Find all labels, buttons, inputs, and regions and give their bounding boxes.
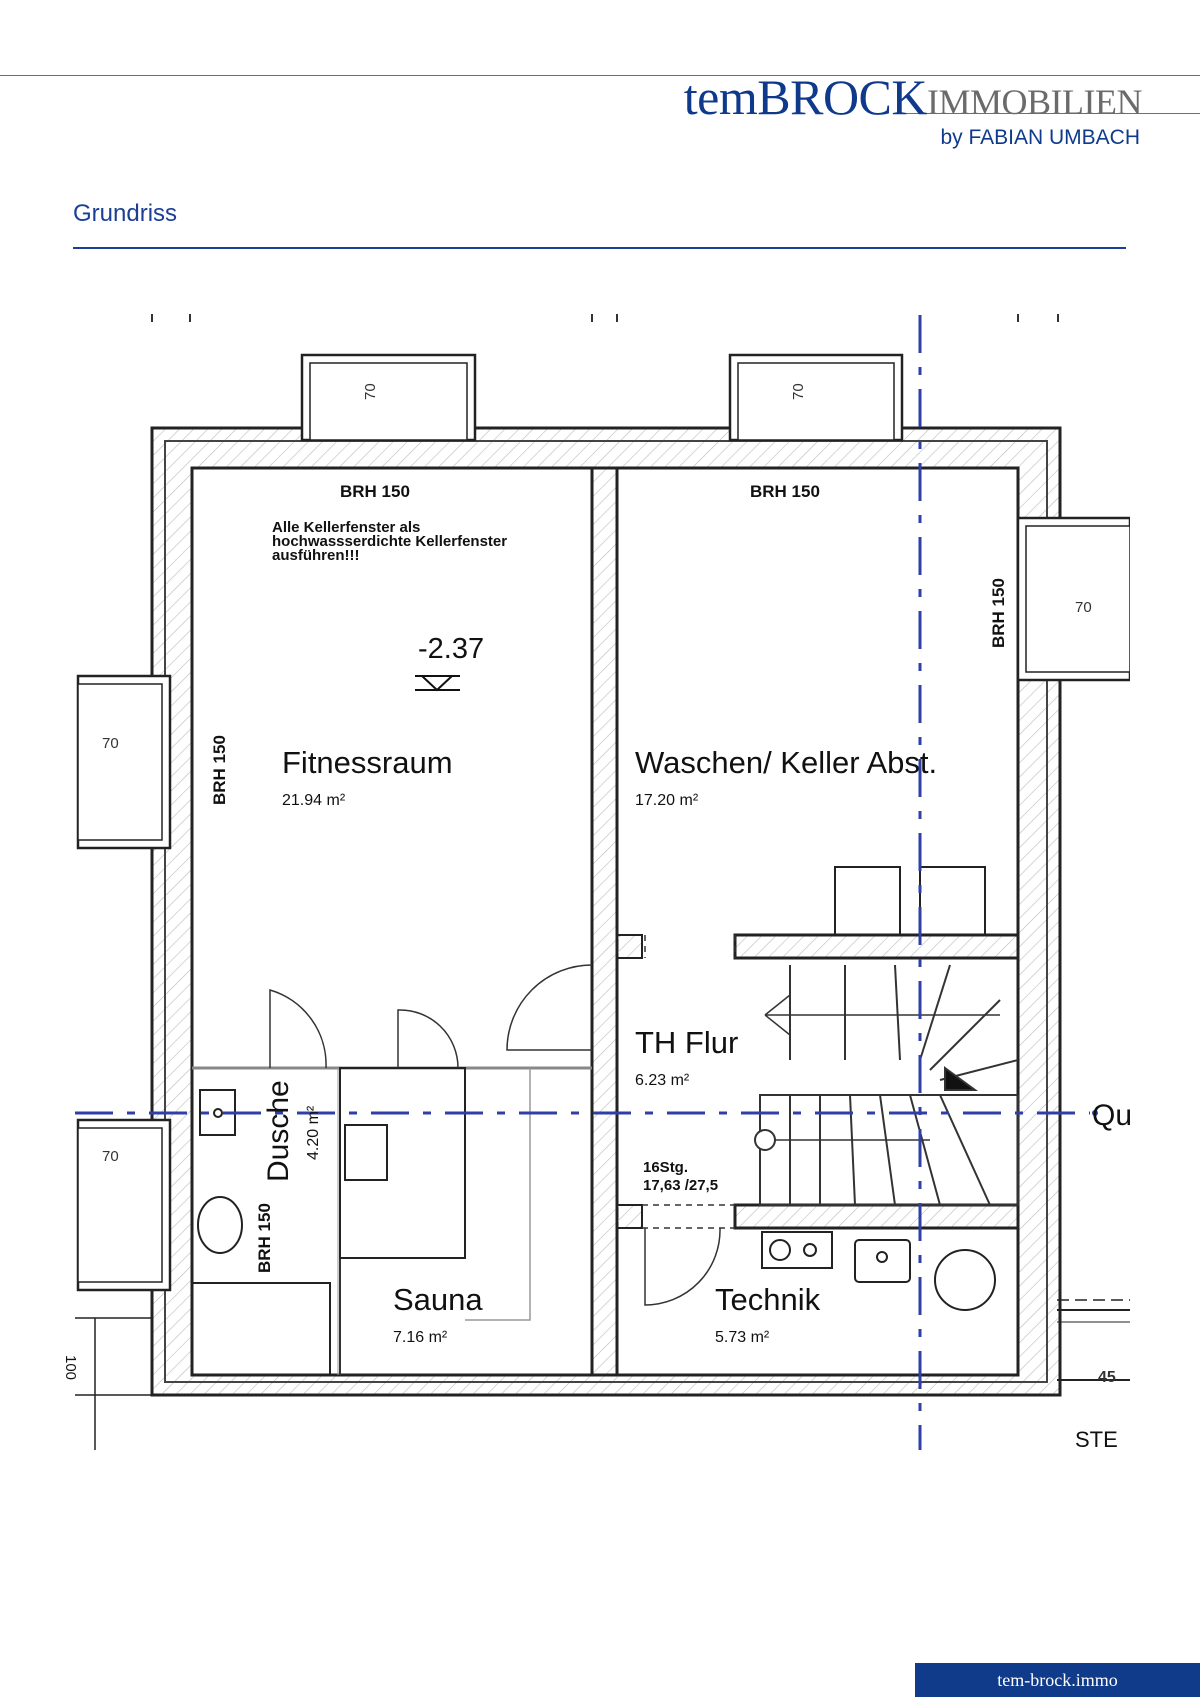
brh-label: BRH 150	[255, 1203, 274, 1273]
window-depth-label: 70	[102, 735, 119, 752]
logo-immobilien: IMMOBILIEN	[927, 82, 1142, 122]
room-name: Fitnessraum	[282, 745, 453, 780]
room-name: TH Flur	[635, 1025, 738, 1060]
room-area: 6.23 m²	[635, 1072, 690, 1089]
logo-byline: by FABIAN UMBACH	[940, 126, 1140, 149]
window-depth-label: 70	[1075, 599, 1092, 616]
stair-count: 16Stg.	[643, 1159, 688, 1176]
section-axis	[75, 315, 1090, 1450]
room-area: 7.16 m²	[393, 1329, 448, 1346]
section-label: Qu	[1092, 1099, 1132, 1132]
walls	[75, 426, 1200, 1450]
window-depth-label: 70	[102, 1148, 119, 1165]
title-rule	[73, 247, 1126, 249]
room-area: 4.20 m²	[305, 1105, 322, 1160]
edge-dimension: 100	[62, 1355, 79, 1380]
level-marker: -2.37	[418, 633, 484, 665]
company-logo: temBROCKIMMOBILIEN	[683, 68, 1143, 126]
window-depth-label: 70	[790, 383, 807, 400]
room-area: 5.73 m²	[715, 1329, 770, 1346]
logo-tembrock: temBROCK	[683, 69, 928, 125]
brh-label: BRH 150	[210, 735, 229, 805]
note-line: ausführen!!!	[272, 547, 360, 564]
room-area: 21.94 m²	[282, 792, 346, 809]
doors	[269, 935, 736, 1306]
stair-dimensions: 17,63 /27,5	[643, 1177, 718, 1194]
room-name: Waschen/ Keller Abst.	[635, 745, 937, 780]
edge-angle: 45	[1098, 1369, 1116, 1386]
window-depth-label: 70	[362, 383, 379, 400]
header-line-right	[900, 113, 1200, 114]
room-name: Technik	[715, 1282, 821, 1317]
brh-label: BRH 150	[340, 482, 410, 501]
footer-website: tem-brock.immo	[915, 1663, 1200, 1697]
window-labels: 70 70 70 70 70	[102, 383, 1092, 1165]
header-line	[0, 75, 1200, 76]
brh-label: BRH 150	[750, 482, 820, 501]
plan-labels: BRH 150 BRH 150 BRH 150 BRH 150 BRH 150 …	[62, 482, 1132, 1452]
fixtures	[191, 866, 996, 1376]
room-name: Sauna	[393, 1282, 483, 1317]
brh-label: BRH 150	[989, 578, 1008, 648]
staircase	[754, 964, 1019, 1206]
windows	[76, 353, 1132, 1292]
page-title: Grundriss	[73, 200, 178, 227]
note-line: hochwassserdichte Kellerfenster	[272, 533, 507, 550]
edge-text: STE	[1075, 1427, 1118, 1452]
room-name: Dusche	[262, 1080, 295, 1182]
grid-ticks	[151, 314, 1059, 322]
note-line: Alle Kellerfenster als	[272, 519, 420, 536]
room-area: 17.20 m²	[635, 792, 699, 809]
